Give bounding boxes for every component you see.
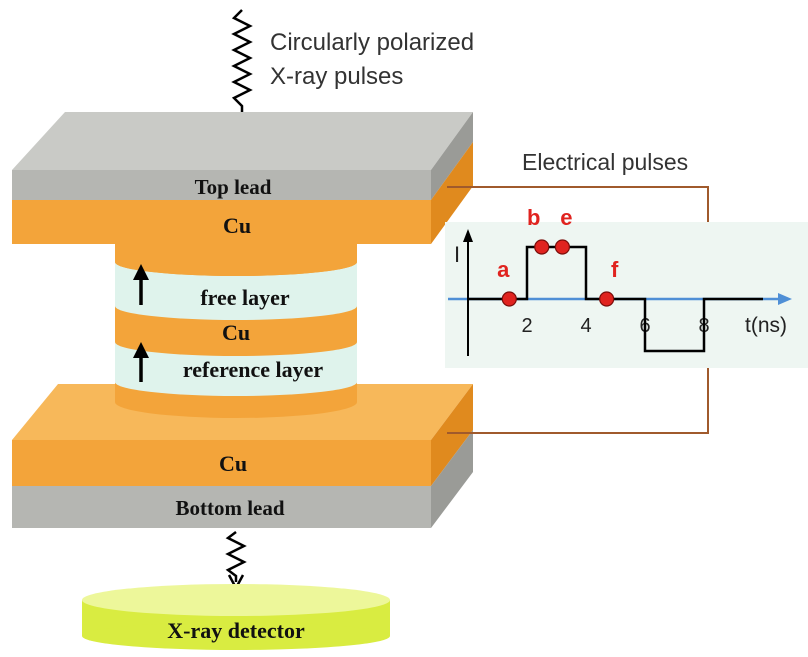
chart-series-line (468, 245, 763, 353)
bottom-cu-label: Cu (219, 451, 247, 476)
xray-source-line-1: Circularly polarized (270, 29, 474, 56)
chart-marker-label-e: e (560, 205, 572, 230)
chart-marker-b (534, 239, 550, 255)
reference-layer-label: reference layer (183, 357, 323, 382)
middle-cu-label: Cu (222, 320, 250, 345)
chart-marker-label-f: f (611, 257, 619, 282)
detector-label: X-ray detector (167, 618, 305, 643)
xray-source-line-2: X-ray pulses (270, 63, 403, 90)
reference-layer-moment-arrow-icon (133, 342, 149, 382)
chart-marker-f (599, 291, 615, 307)
transmitted-xray-wave (225, 531, 247, 591)
pulse-chart-panel (445, 222, 808, 368)
circuit-wires (447, 186, 709, 434)
chart-y-label: I (454, 242, 460, 267)
top-cu-label: Cu (223, 213, 251, 238)
top-lead-slab: Top lead (12, 112, 473, 200)
chart-marker-a (501, 291, 517, 307)
free-layer-label: free layer (200, 285, 290, 310)
chart-x-axis-arrow-icon (778, 293, 792, 305)
chart-x-tick-label: 2 (521, 315, 532, 337)
pillar-base (115, 382, 357, 418)
bottom-lead-slab: Bottom lead (12, 430, 473, 528)
chart-x-label: t(ns) (745, 314, 787, 337)
chart-x-tick-label: 4 (580, 315, 591, 337)
chart-marker-label-b: b (527, 205, 540, 230)
top-cu-slab: Cu (12, 142, 473, 244)
chart-marker-label-a: a (497, 257, 510, 282)
free-layer-moment-arrow-icon (133, 264, 149, 305)
electrical-pulses-label: Electrical pulses (522, 149, 688, 175)
top-lead-label: Top lead (195, 175, 272, 199)
chart-y-axis-arrow-icon (463, 229, 473, 242)
xray-detector: X-ray detector (82, 584, 390, 650)
chart-marker-e (554, 239, 571, 255)
bottom-lead-label: Bottom lead (175, 496, 284, 520)
